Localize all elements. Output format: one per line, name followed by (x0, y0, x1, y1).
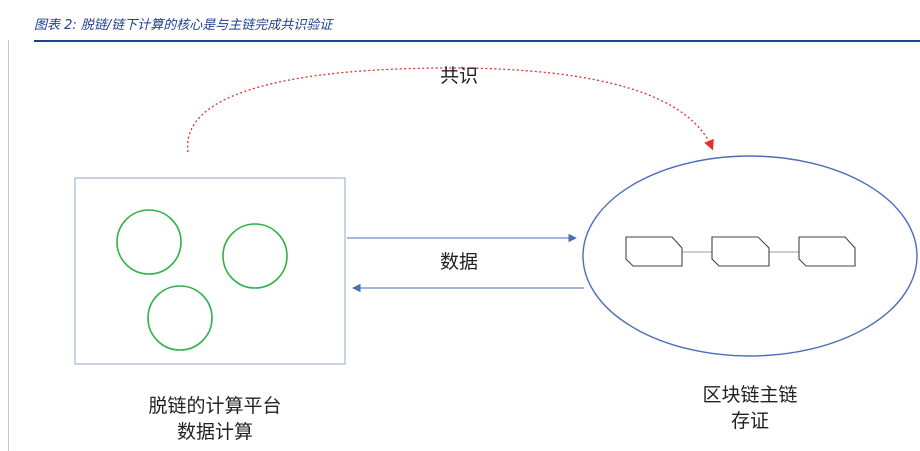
caption-divider (34, 40, 920, 42)
data-label: 数据 (440, 251, 479, 273)
compute-node-2 (222, 223, 288, 289)
chain-block-3 (798, 236, 856, 267)
mainchain-ellipse (582, 155, 918, 357)
offchain-label-line1: 脱链的计算平台 (148, 395, 282, 417)
figure-caption: 图表 2: 脱链/链下计算的核心是与主链完成共识验证 (34, 18, 333, 33)
consensus-label: 共识 (440, 65, 479, 87)
compute-node-1 (116, 209, 182, 275)
page-left-border (8, 40, 9, 451)
mainchain-label-line2: 存证 (730, 410, 769, 432)
offchain-platform-label: 脱链的计算平台 数据计算 (110, 393, 320, 445)
chain-block-2 (711, 236, 770, 267)
mainchain-label: 区块链主链 存证 (660, 382, 840, 434)
offchain-platform-box (74, 177, 346, 365)
consensus-arrow (187, 67, 714, 153)
chain-block-1 (625, 236, 683, 267)
compute-node-3 (147, 285, 213, 351)
mainchain-label-line1: 区块链主链 (702, 384, 798, 406)
offchain-label-line2: 数据计算 (176, 421, 253, 443)
